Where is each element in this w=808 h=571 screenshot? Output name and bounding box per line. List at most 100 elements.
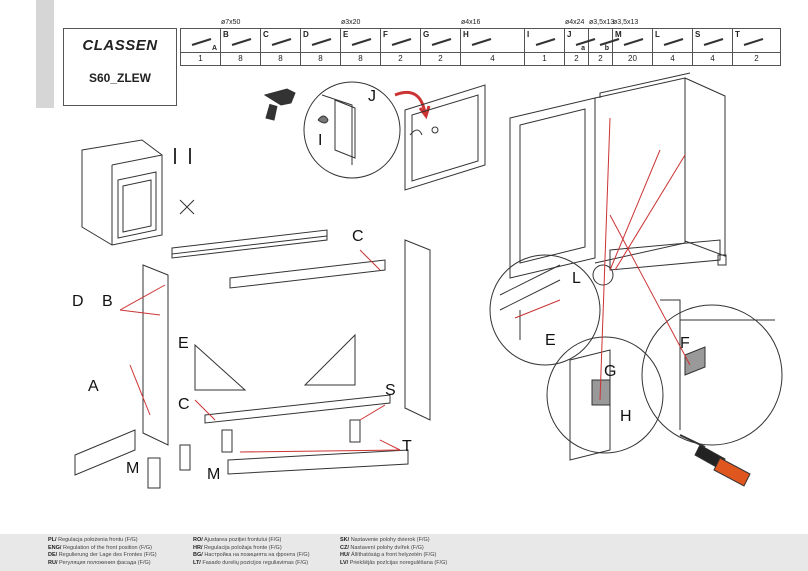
- leg-detail-circle: [489, 254, 601, 366]
- left-side-panel: [142, 264, 169, 446]
- label-m-right: M: [207, 466, 221, 483]
- footer-line: DE/ Regulierung der Lage des Frontes (F/…: [48, 552, 157, 560]
- clip-icon: [743, 38, 764, 46]
- language-code: PL/: [48, 537, 57, 543]
- allen-key-icon: [191, 38, 212, 46]
- brand-logo: CLASSEN: [82, 37, 158, 54]
- part-letter: M: [615, 30, 622, 39]
- top-rail: [171, 229, 328, 259]
- cabinet-thumbnail: [81, 139, 163, 246]
- label-j: J: [368, 88, 376, 105]
- back-rail: [229, 259, 386, 289]
- label-e-detail: E: [545, 332, 556, 349]
- instruction-text: Fasado durelių pozicijos reguliavimas (F…: [202, 559, 309, 566]
- footer-line: CZ/ Nastavení polohy dvířek (F/G): [340, 545, 447, 553]
- part-letter: S: [695, 30, 701, 39]
- instruction-text: Regulation of the front position (F/G): [62, 544, 152, 551]
- part-quantity: 1: [181, 52, 220, 65]
- language-code: RU/: [48, 559, 58, 566]
- bottom-shelf: [204, 394, 391, 424]
- label-t: T: [402, 438, 412, 455]
- part-letter: E: [343, 30, 349, 39]
- language-code: BG/: [193, 552, 203, 558]
- instruction-text: Регуляция положения фасада (F/G): [59, 559, 151, 566]
- part-quantity: 8: [301, 52, 340, 65]
- label-l: L: [572, 270, 581, 287]
- language-code: DE/: [48, 552, 58, 558]
- dowel-icon: [271, 38, 292, 46]
- footer-column: PL/ Regulacja położenia frontu (F/G)ENG/…: [48, 537, 157, 567]
- arrow-icon: [394, 90, 427, 114]
- label-e-left: E: [178, 335, 189, 352]
- part-subletter: a: [581, 45, 585, 52]
- screw-icon: [575, 38, 596, 46]
- language-code: LT/: [193, 559, 201, 566]
- language-code: ENG/: [48, 544, 62, 551]
- leg-icon: [703, 38, 724, 46]
- screw-icon: [471, 38, 492, 46]
- footer-line: ENG/ Regulation of the front position (F…: [48, 545, 157, 553]
- part-letter: C: [263, 30, 269, 39]
- instruction-text: Ajustarea poziției frontului (F/G): [204, 537, 282, 543]
- language-code: HU/: [340, 552, 350, 558]
- instruction-text: Regulacja położenia frontu (F/G): [58, 537, 138, 543]
- drill-icon: [263, 88, 296, 121]
- label-d: D: [72, 293, 84, 310]
- part-quantity: 2: [421, 52, 460, 65]
- screw-icon: [599, 38, 620, 46]
- handle-detail-circle: [303, 81, 401, 179]
- model-name: S60_ZLEW: [88, 71, 151, 85]
- part-letter: J: [567, 30, 572, 39]
- instruction-text: Állíthatóság a front helyzetén (F/G): [351, 552, 437, 558]
- part-letter: B: [223, 30, 229, 39]
- part-letter: T: [735, 30, 740, 39]
- handle-icon: [535, 38, 556, 46]
- footer-line: SK/ Nastavenie polohy dvierok (F/G): [340, 537, 447, 545]
- part-dimension: ø4x24: [565, 19, 585, 26]
- footer-line: LV/ Priekšējās pozīcijas noregulēšana (F…: [340, 560, 447, 568]
- footer-line: BG/ Настройка на позицията на фронта (F/…: [193, 552, 310, 560]
- part-letter: D: [303, 30, 309, 39]
- part-quantity: 4: [693, 52, 732, 65]
- screw-icon: [351, 38, 372, 46]
- label-b: B: [102, 293, 113, 310]
- ring-icon: [592, 264, 614, 286]
- assembly-drawing: [74, 72, 783, 489]
- cap-icon: [311, 38, 332, 46]
- ring-icon: [663, 38, 684, 46]
- part-dimension: ø7x50: [221, 19, 241, 26]
- part-quantity: 4: [461, 52, 524, 65]
- part-quantity: 8: [261, 52, 300, 65]
- hinge-icon: [391, 38, 412, 46]
- footer-line: RU/ Регуляция положения фасада (F/G): [48, 560, 157, 568]
- bracket-right: [303, 333, 356, 386]
- part-letter: H: [463, 30, 469, 39]
- language-code: CZ/: [340, 544, 349, 551]
- side-tab: [36, 0, 54, 108]
- part-dimension: ø4x16: [461, 19, 481, 26]
- part-quantity: 2: [589, 52, 612, 65]
- part-subletter: A: [211, 45, 217, 52]
- instructions-footer: PL/ Regulacja położenia frontu (F/G)ENG/…: [0, 534, 808, 571]
- hinge-detail-circle: [641, 304, 783, 446]
- header-logo-box: CLASSEN S60_ZLEW: [63, 28, 177, 106]
- hinge-plate-icon: [431, 38, 452, 46]
- part-quantity: 4: [653, 52, 692, 65]
- part-dimension: ø3x20: [341, 19, 361, 26]
- part-quantity: 2: [565, 52, 588, 65]
- instruction-text: Priekšējās pozīcijas noregulēšana (F/G): [349, 559, 448, 566]
- label-c-top: C: [352, 228, 364, 245]
- footer-line: HR/ Regulacija položaja fronte (F/G): [193, 545, 310, 553]
- part-letter: F: [383, 30, 388, 39]
- instruction-text: Настройка на позицията на фронта (F/G): [204, 552, 310, 558]
